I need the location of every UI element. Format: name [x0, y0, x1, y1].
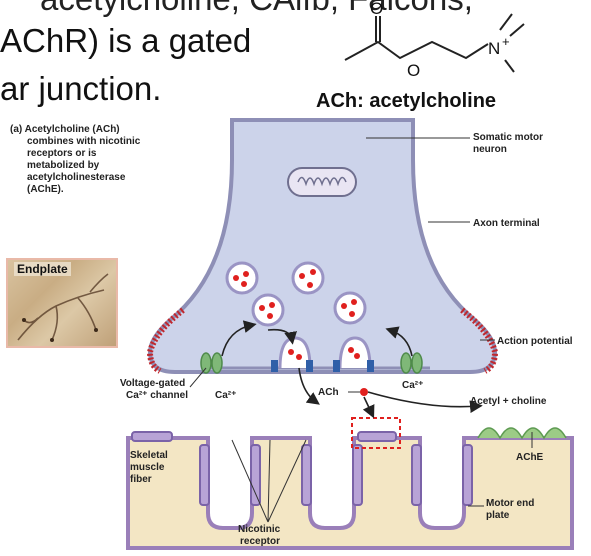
ca-influx-arrow-left: [221, 320, 257, 357]
vesicle: [333, 291, 367, 325]
panel-caption-line: (AChE).: [27, 184, 64, 195]
atom-o-ester: O: [407, 61, 420, 80]
panel-caption: (a) Acetylcholine (ACh) combines with ni…: [10, 124, 143, 195]
panel-caption-line: acetylcholinesterase: [27, 172, 126, 183]
vesicle: [251, 293, 285, 327]
acetylcholine-structure: [344, 13, 525, 73]
label-voltage-gated-channel: Voltage-gated Ca²⁺ channel: [120, 378, 188, 401]
vesicle-fusion-arrow: [267, 328, 297, 345]
ach-release-arrow: [298, 367, 320, 405]
molecule-caption: ACh: acetylcholine: [316, 90, 497, 112]
label-ca-right: Ca²⁺: [402, 380, 423, 391]
ach-breakdown-arrow: [367, 391, 483, 414]
panel-caption-line: receptors or is: [27, 148, 97, 159]
process-arrows: [221, 320, 483, 419]
atom-n-charge: +: [502, 34, 510, 49]
leader-lines: [189, 137, 533, 523]
terminal-membrane: [147, 118, 498, 374]
atom-o-carbonyl: O: [370, 0, 383, 18]
label-ca-left: Ca²⁺: [215, 390, 236, 401]
fusing-vesicles: [278, 336, 372, 369]
axon-terminal: [146, 118, 499, 374]
label-ache: AChE: [516, 452, 544, 463]
skeletal-muscle-fiber: [126, 417, 574, 550]
snare-proteins: [271, 360, 374, 372]
label-motor-end-plate: Motor end plate: [486, 498, 537, 521]
methyl-bonds: [499, 13, 525, 73]
slide-text-line-2: ar junction.: [0, 70, 162, 107]
label-acetyl-choline: Acetyl + choline: [470, 396, 547, 407]
synaptic-vesicles: [225, 261, 367, 327]
label-nicotinic-receptor: Nicotinic receptor: [238, 524, 283, 547]
endplate-micrograph: Endplate: [6, 258, 118, 348]
vesicle: [225, 261, 259, 295]
calcium-channels: [200, 352, 423, 374]
label-ach: ACh: [318, 387, 339, 398]
label-somatic-motor-neuron: Somatic motor neuron: [473, 132, 546, 155]
panel-caption-line: combines with nicotinic: [27, 136, 141, 147]
slide-text-line-1: AChR) is a gated: [0, 22, 252, 59]
vesicle: [291, 261, 325, 295]
ach-molecule-dot: [360, 388, 368, 396]
atom-n: N: [488, 39, 500, 58]
label-action-potential: Action potential: [497, 336, 573, 347]
nerve-fibers-image: [17, 273, 109, 342]
ache-enzymes: [477, 427, 567, 440]
label-skeletal-muscle-fiber: Skeletal muscle fiber: [130, 450, 171, 485]
nicotinic-receptor-clusters: [131, 431, 473, 506]
panel-caption-line: metabolized by: [27, 160, 100, 171]
ca-influx-arrow-right: [385, 326, 413, 357]
endplate-label: Endplate: [14, 262, 71, 276]
receptor-highlight-box: [351, 417, 401, 449]
label-axon-terminal: Axon terminal: [473, 218, 540, 229]
slide-text-fragment: acetylcholine, CAlfb; Falcons,: [40, 0, 473, 15]
mitochondrion-cristae: [297, 176, 347, 187]
molecule-backbone: [344, 40, 489, 61]
ach-binding-arrow: [362, 396, 375, 419]
muscle-membrane: [126, 436, 574, 550]
panel-caption-line: (a) Acetylcholine (ACh): [10, 124, 120, 135]
carbonyl-double-bond: [375, 16, 381, 42]
